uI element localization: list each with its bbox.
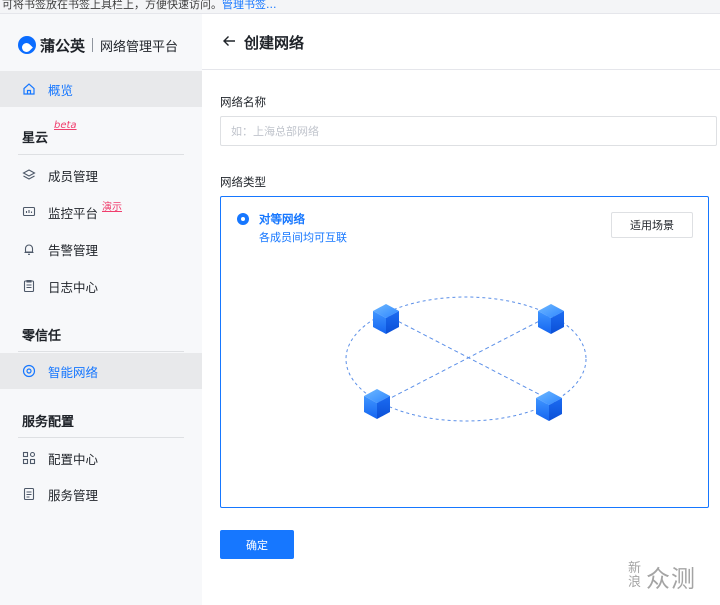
sidebar-item-label: 成员管理 [48, 168, 99, 184]
section-divider [18, 437, 184, 438]
app-logo[interactable]: 蒲公英 网络管理平台 [18, 34, 178, 56]
sidebar-item-label: 概览 [48, 82, 74, 98]
main-content: 创建网络 网络名称 网络类型 对等网络 各成员间均可互联 适用场景 [202, 14, 720, 605]
network-name-input[interactable] [220, 116, 717, 146]
network-type-label: 网络类型 [220, 175, 266, 189]
sidebar-item-label: 日志中心 [48, 279, 99, 295]
network-type-option-card[interactable]: 对等网络 各成员间均可互联 适用场景 [220, 196, 709, 508]
watermark-big: 众测 [646, 564, 696, 593]
bell-icon [22, 242, 36, 256]
node-cube-icon [364, 389, 390, 419]
back-arrow-icon[interactable] [222, 34, 236, 48]
sidebar-item-label: 告警管理 [48, 242, 99, 258]
clipboard-icon [22, 279, 36, 293]
section-divider [18, 154, 184, 155]
sidebar-item-service-management[interactable]: 服务管理 [0, 476, 202, 512]
sidebar-item-label: 服务管理 [48, 487, 99, 503]
page-header: 创建网络 [202, 14, 720, 70]
beta-tag: beta [54, 120, 77, 131]
option-description: 各成员间均可互联 [259, 231, 347, 244]
sidebar: 蒲公英 网络管理平台 概览 星云 beta 成员管理 监控平台 演示 告警管理 … [0, 14, 202, 605]
logo-brand: 蒲公英 [40, 36, 86, 55]
section-title-zero-trust: 零信任 [22, 329, 62, 344]
section-divider [18, 351, 184, 352]
document-icon [22, 487, 36, 501]
sidebar-item-monitoring[interactable]: 监控平台 [0, 194, 202, 230]
demo-tag: 演示 [102, 202, 122, 213]
bookmark-bar: 可将书签放在书签上具栏上，方便快速访问。管理书签... [0, 0, 720, 14]
sidebar-item-smart-network[interactable]: 智能网络 [0, 353, 202, 389]
bookmark-bar-text: 可将书签放在书签上具栏上，方便快速访问。 [2, 0, 222, 11]
manage-bookmarks-link[interactable]: 管理书签... [222, 0, 277, 11]
home-icon [22, 82, 36, 96]
option-title: 对等网络 [259, 212, 305, 226]
grid-icon [22, 451, 36, 465]
sidebar-item-config-center[interactable]: 配置中心 [0, 440, 202, 476]
dandelion-logo-icon [18, 36, 36, 54]
logo-subtitle: 网络管理平台 [100, 39, 179, 55]
node-cube-icon [536, 391, 562, 421]
logo-divider [92, 38, 94, 52]
sidebar-item-label: 监控平台 [48, 205, 99, 221]
section-title-service-config: 服务配置 [22, 415, 75, 430]
radio-selected-icon[interactable] [237, 213, 249, 225]
page-title: 创建网络 [244, 34, 305, 52]
layers-icon [22, 168, 36, 182]
target-icon [22, 364, 36, 378]
scenario-button[interactable]: 适用场景 [611, 212, 693, 238]
sidebar-item-overview[interactable]: 概览 [0, 71, 202, 107]
sidebar-item-logs[interactable]: 日志中心 [0, 268, 202, 304]
sidebar-item-label: 配置中心 [48, 451, 99, 467]
confirm-button[interactable]: 确定 [220, 530, 294, 559]
sidebar-item-label: 智能网络 [48, 364, 99, 380]
node-cube-icon [538, 304, 564, 334]
watermark-small: 新浪 [628, 561, 642, 590]
section-title-nebula: 星云 [22, 131, 49, 146]
monitor-icon [22, 205, 36, 219]
peer-network-diagram [345, 296, 587, 422]
sidebar-item-members[interactable]: 成员管理 [0, 157, 202, 193]
network-name-label: 网络名称 [220, 95, 266, 109]
sidebar-item-alerts[interactable]: 告警管理 [0, 231, 202, 267]
watermark: 新浪 众测 [628, 556, 696, 596]
